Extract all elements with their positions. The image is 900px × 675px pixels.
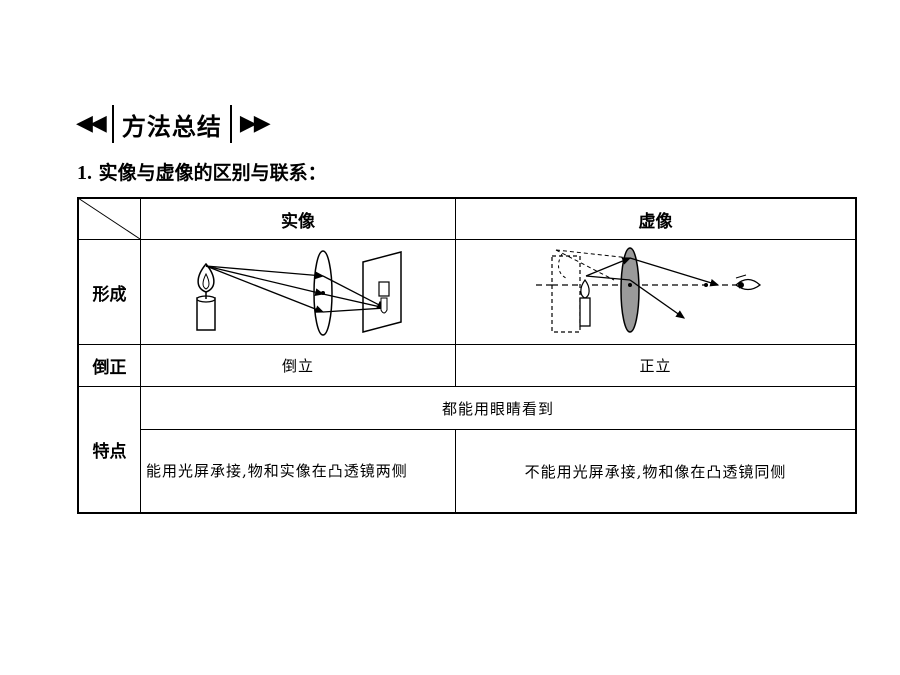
section-heading: 1. 实像与虚像的区别与联系： (77, 158, 327, 185)
right-double-arrow-icon: ▶▶ (239, 111, 271, 136)
real-image-diagram (141, 240, 455, 344)
row-divider (77, 386, 857, 387)
row-label-formation: 形成 (92, 284, 127, 305)
comparison-table: 实像 虚像 形成 (77, 197, 857, 514)
virtual-feature-cell: 不能用光屏承接,物和像在凸透镜同侧 (524, 462, 787, 481)
heading-text: 实像与虚像的区别与联系： (98, 162, 327, 184)
candle-icon (579, 278, 591, 327)
candle-icon (196, 262, 216, 331)
heading-number: 1. (77, 162, 92, 184)
header-real-image: 实像 (281, 211, 315, 232)
row-divider (77, 344, 857, 345)
table-border-left (77, 197, 79, 514)
real-orientation-cell: 倒立 (281, 357, 314, 375)
section-banner: ◀◀ 方法总结 ▶▶ (76, 104, 271, 144)
row-divider (140, 429, 857, 430)
banner-title: 方法总结 (121, 112, 222, 141)
header-diagonal (77, 197, 141, 240)
row-label-features: 特点 (92, 442, 127, 462)
row-divider (77, 239, 857, 240)
table-border-right (855, 197, 857, 514)
divider (229, 105, 232, 143)
left-double-arrow-icon: ◀◀ (76, 111, 107, 136)
column-divider (140, 197, 141, 514)
column-divider (455, 197, 456, 387)
table-border-bottom (77, 512, 857, 514)
common-feature-cell: 都能用眼睛看到 (441, 399, 554, 418)
table-border-top (77, 197, 857, 199)
eye-icon (734, 274, 762, 291)
divider (111, 105, 114, 143)
real-feature-cell: 能用光屏承接,物和实像在凸透镜两侧 (146, 462, 408, 480)
convex-lens (620, 247, 640, 333)
column-divider (455, 429, 456, 513)
row-label-orientation: 倒正 (92, 358, 127, 378)
header-virtual-image: 虚像 (638, 211, 673, 232)
virtual-orientation-cell: 正立 (639, 357, 672, 375)
virtual-image-diagram (456, 240, 855, 344)
